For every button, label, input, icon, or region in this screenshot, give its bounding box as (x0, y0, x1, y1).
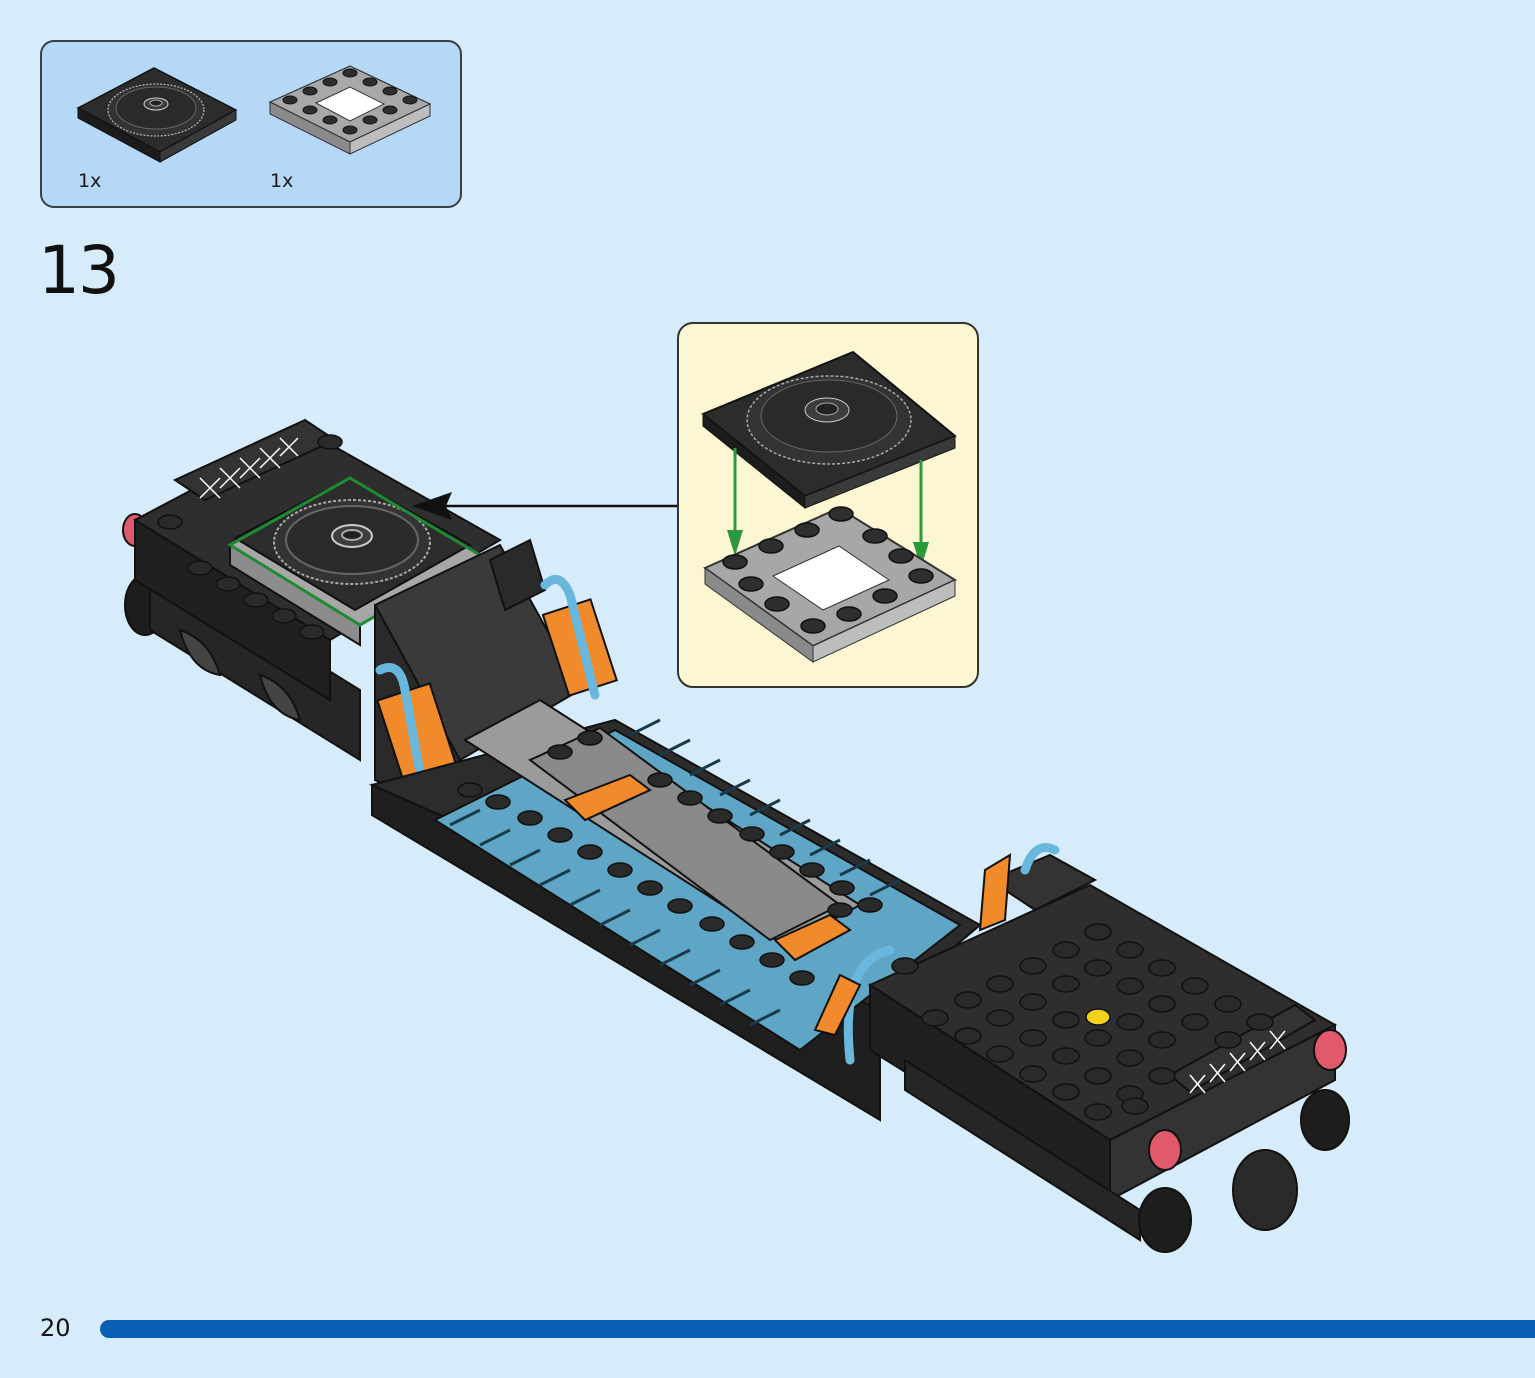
page-number: 20 (40, 1314, 71, 1342)
parts-list-box: 1x 1x (40, 40, 462, 208)
step-number: 13 (38, 232, 120, 309)
low-deck-studs (457, 730, 883, 986)
right-platform-studs (891, 923, 1274, 1121)
part-turntable-plate (76, 67, 238, 163)
callout-illustration (701, 350, 958, 663)
callout-pointer-arrow (412, 492, 678, 520)
part-1-quantity: 1x (78, 170, 102, 192)
low-deck (369, 698, 982, 1122)
gooseneck-right (813, 843, 1098, 1065)
part-2-quantity: 1x (270, 170, 294, 192)
part-frame-plate (268, 65, 432, 155)
train-wagon-model (122, 418, 1350, 1253)
yellow-stud (1085, 1008, 1111, 1026)
left-platform-studs (157, 434, 343, 640)
progress-bar (100, 1320, 1535, 1338)
sub-assembly-callout (677, 322, 979, 688)
